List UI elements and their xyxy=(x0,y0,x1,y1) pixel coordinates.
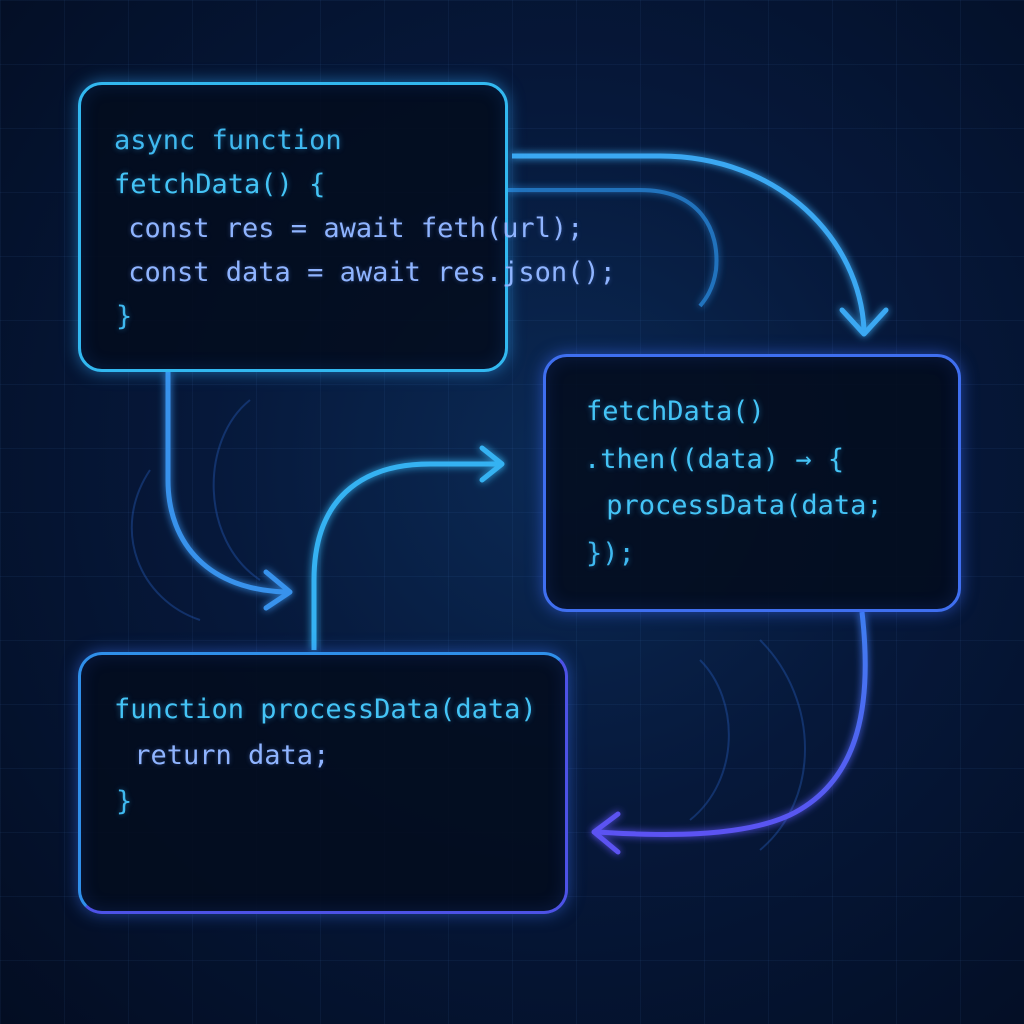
arrow-fetch-to-process xyxy=(165,372,287,595)
code-block-then-chain xyxy=(543,354,961,612)
code-line: processData(data; xyxy=(590,490,883,521)
arrowhead-then-to-process xyxy=(591,811,621,855)
code-line: const res = await feth(url); xyxy=(112,213,584,244)
code-line: }); xyxy=(586,538,635,569)
code-line: fetchData() { xyxy=(114,169,326,200)
arrowhead-process-to-then xyxy=(479,445,505,483)
arrowhead-fetch-to-process xyxy=(263,569,293,611)
arrow-process-to-then xyxy=(311,461,500,650)
decorative-swirls xyxy=(130,399,806,851)
code-line: .then((data) → { xyxy=(584,444,845,475)
code-block-process-data xyxy=(78,652,568,914)
code-line: async function xyxy=(114,125,342,156)
code-line: fetchData() xyxy=(586,396,765,427)
arrowhead-fetch-to-then xyxy=(839,307,889,337)
code-line: } xyxy=(116,786,133,817)
code-line: function processData(data) xyxy=(114,694,537,725)
arrow-then-to-process xyxy=(595,611,868,837)
arrow-fetch-to-then xyxy=(512,153,867,331)
code-block-async-fetch xyxy=(78,82,508,372)
code-line: } xyxy=(116,301,133,332)
inner-loop-arrow xyxy=(508,188,719,308)
code-line: const data = await res.json(); xyxy=(112,257,616,288)
code-line: return data; xyxy=(118,740,330,771)
